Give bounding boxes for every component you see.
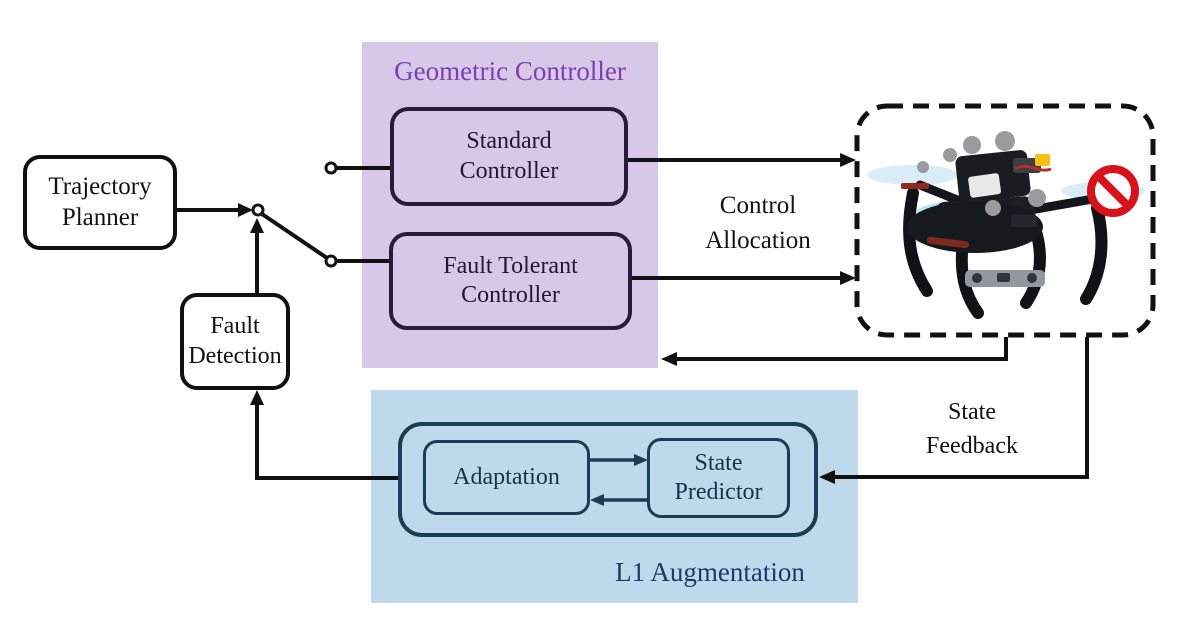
quadrotor-photo xyxy=(865,113,1145,328)
arrow-standard-to-plant xyxy=(628,153,856,167)
standard-controller-line2: Controller xyxy=(459,157,559,184)
fault-tolerant-controller-line2: Controller xyxy=(461,282,560,308)
trajectory-planner-line2: Planner xyxy=(61,203,139,231)
fault-detection-line2: Detection xyxy=(188,342,282,369)
geometric-controller-heading: Geometric Controller xyxy=(362,56,658,87)
l1-augmentation-heading: L1 Augmentation xyxy=(560,557,860,588)
arrow-plant-to-controller-feedback xyxy=(661,337,1008,366)
state-feedback-line2: Feedback xyxy=(926,432,1018,459)
arrow-predictor-to-adaptation xyxy=(590,494,647,506)
switch-pivot-contact xyxy=(251,203,265,217)
geometric-controller-heading-text: Geometric Controller xyxy=(394,56,626,86)
arrow-planner-to-switch xyxy=(177,203,253,217)
switch-standard-contact xyxy=(324,161,338,175)
fault-tolerant-controller-box: Fault Tolerant Controller xyxy=(389,232,632,330)
l1-inner-container-box xyxy=(398,422,818,537)
adaptation-box: Adaptation xyxy=(423,440,590,515)
trajectory-planner-box: Trajectory Planner xyxy=(23,155,177,250)
arrow-faulttolerant-to-plant xyxy=(632,271,856,285)
standard-controller-line1: Standard xyxy=(466,128,552,155)
l1-augmentation-heading-text: L1 Augmentation xyxy=(615,557,805,587)
state-feedback-line1: State xyxy=(948,399,996,425)
drone-body xyxy=(901,150,1052,253)
trajectory-planner-line1: Trajectory xyxy=(48,173,152,200)
state-feedback-label: State Feedback xyxy=(882,396,1062,463)
stereo-camera xyxy=(965,270,1045,287)
control-allocation-line1: Control xyxy=(719,192,797,219)
battery-connector xyxy=(1035,154,1050,166)
control-allocation-label: Control Allocation xyxy=(668,188,848,258)
switch-faulttolerant-contact xyxy=(324,254,338,268)
mode-switch xyxy=(251,161,390,268)
arrow-faultdetection-to-switch xyxy=(250,218,264,293)
fault-tolerant-controller-line1: Fault Tolerant xyxy=(443,252,578,279)
state-predictor-line1: State xyxy=(694,449,743,476)
fault-detection-line1: Fault xyxy=(210,313,260,340)
left-propeller-disc xyxy=(867,165,959,185)
arrow-adaptation-to-predictor xyxy=(590,454,648,466)
mocap-markers xyxy=(917,131,1046,216)
fault-detection-box: Fault Detection xyxy=(180,293,290,390)
standard-controller-box: Standard Controller xyxy=(390,107,628,206)
arrow-state-feedback xyxy=(819,337,1089,484)
arrow-l1-to-faultdetection xyxy=(250,390,398,480)
no-entry-icon xyxy=(1087,165,1139,217)
state-predictor-box: State Predictor xyxy=(647,438,790,518)
control-allocation-line2: Allocation xyxy=(705,227,811,254)
adaptation-label: Adaptation xyxy=(453,463,560,490)
state-predictor-line2: Predictor xyxy=(674,479,763,505)
